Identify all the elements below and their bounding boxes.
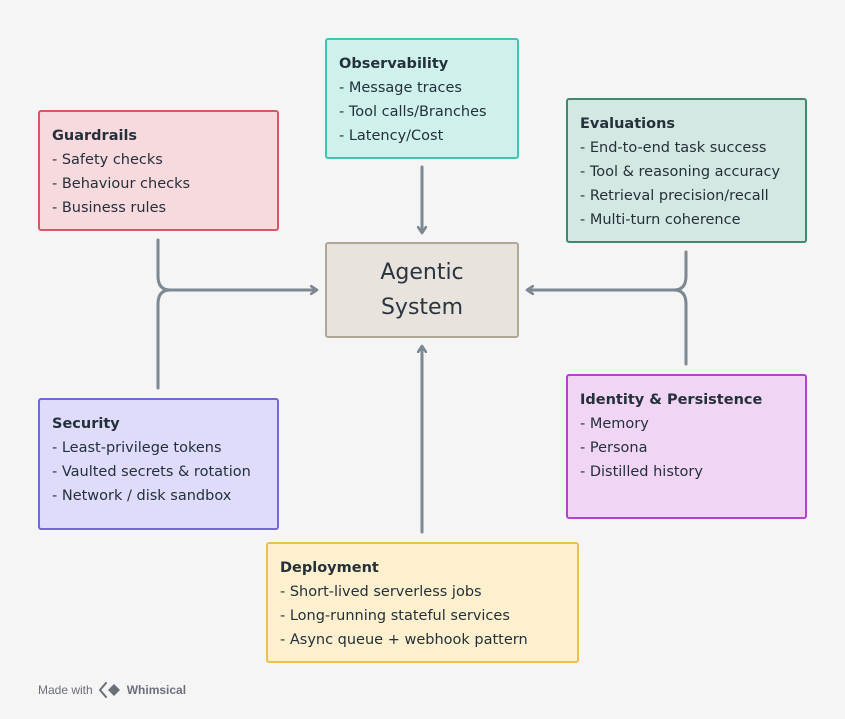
- guardrails-item: - Behaviour checks: [52, 176, 191, 192]
- agentic-system-node[interactable]: Agentic System: [325, 242, 519, 338]
- deployment-item: - Async queue + webhook pattern: [280, 632, 528, 648]
- whimsical-brand-label: Whimsical: [126, 683, 187, 697]
- security-item: - Network / disk sandbox: [52, 488, 232, 504]
- security-box[interactable]: Security - Least-privilege tokens - Vaul…: [38, 398, 279, 530]
- security-title: Security: [52, 416, 120, 432]
- security-item: - Vaulted secrets & rotation: [52, 464, 251, 480]
- evaluations-item: - Retrieval precision/recall: [580, 188, 769, 204]
- evaluations-item: - Multi-turn coherence: [580, 212, 741, 228]
- guardrails-item: - Business rules: [52, 200, 167, 216]
- made-with-label: Made with: [38, 683, 93, 697]
- deployment-title: Deployment: [280, 560, 379, 576]
- evaluations-item: - End-to-end task success: [580, 140, 767, 156]
- deployment-item: - Short-lived serverless jobs: [280, 584, 482, 600]
- identity-persistence-title: Identity & Persistence: [580, 392, 763, 408]
- agentic-system-label-line2: System: [380, 295, 464, 320]
- security-item: - Least-privilege tokens: [52, 440, 222, 456]
- deployment-item: - Long-running stateful services: [280, 608, 510, 624]
- bracket-left: [156, 238, 172, 390]
- agentic-system-label-line1: Agentic: [380, 260, 464, 285]
- evaluations-box[interactable]: Evaluations - End-to-end task success - …: [566, 98, 807, 243]
- evaluations-item: - Tool & reasoning accuracy: [580, 164, 781, 180]
- identity-persistence-item: - Memory: [580, 416, 649, 432]
- bracket-right: [672, 250, 688, 366]
- guardrails-box[interactable]: Guardrails - Safety checks - Behaviour c…: [38, 110, 279, 231]
- observability-title: Observability: [339, 56, 449, 72]
- identity-persistence-item: - Persona: [580, 440, 648, 456]
- observability-item: - Latency/Cost: [339, 128, 444, 144]
- made-with-whimsical-badge[interactable]: Made with Whimsical: [38, 681, 186, 699]
- identity-persistence-item: - Distilled history: [580, 464, 703, 480]
- guardrails-item: - Safety checks: [52, 152, 163, 168]
- observability-item: - Tool calls/Branches: [339, 104, 487, 120]
- identity-persistence-box[interactable]: Identity & Persistence - Memory - Person…: [566, 374, 807, 519]
- observability-item: - Message traces: [339, 80, 462, 96]
- guardrails-title: Guardrails: [52, 128, 138, 144]
- evaluations-title: Evaluations: [580, 116, 676, 132]
- whimsical-logo-icon: [98, 682, 120, 698]
- deployment-box[interactable]: Deployment - Short-lived serverless jobs…: [266, 542, 579, 663]
- observability-box[interactable]: Observability - Message traces - Tool ca…: [325, 38, 519, 159]
